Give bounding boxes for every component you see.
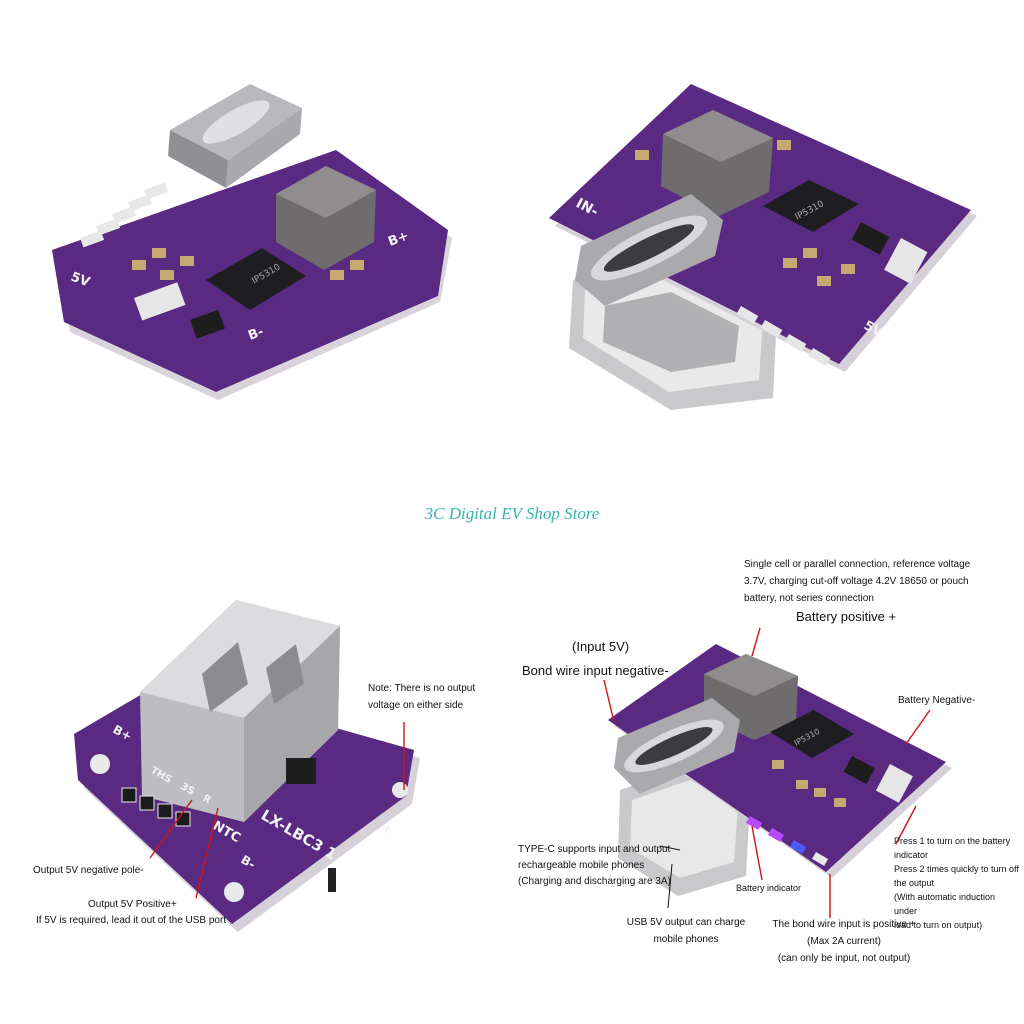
usb-output-note: USB 5V output can charge mobile phones [626,917,746,945]
usb-a-connector [140,600,340,822]
board-photo-top-right: IP5310 IN- 5V [549,84,977,410]
inductor [276,166,376,270]
svg-text:B-: B- [246,324,266,343]
battery-positive-label: Battery positive + [796,609,897,624]
output-positive-label: Output 5V Positive+ [88,899,177,910]
ip5310-chip: IP5310 [770,710,854,758]
push-button [134,282,186,321]
ip5310-chip: IP5310 [206,248,306,310]
svg-text:5V: 5V [69,270,92,291]
pcb-board [549,84,971,364]
push-button [875,764,913,803]
usb-a-connector [618,766,750,896]
ip5310-chip: IP5310 [763,180,859,232]
usb-c-connector [614,698,740,794]
pcb-board [608,644,946,872]
push-button [884,238,928,284]
single-cell-note: Single cell or parallel connection, refe… [744,559,971,604]
usb-c-connector [168,84,302,188]
usb-c-connector [575,194,723,306]
input-5v-label: (Input 5V) [572,639,630,654]
store-watermark: 3C Digital EV Shop Store [424,504,600,523]
board-photo-bottom-right: IP5310 [608,644,952,896]
board-photo-bottom-left: B+ THS 3S R NTC LX-LBC3 1 B- + [74,600,420,932]
note-no-output: Note: There is no output voltage on eith… [368,683,476,711]
svg-text:B+: B+ [386,229,411,250]
bond-wire-positive-note: The bond wire input is positive + (Max 2… [772,919,916,964]
lead-usb-label: If 5V is required, lead it out of the US… [36,915,227,926]
output-negative-label: Output 5V negative pole- [33,865,144,876]
battery-negative-label: Battery Negative- [898,695,976,706]
svg-text:B-: B- [239,852,258,871]
battery-indicator-label: Battery indicator [736,883,802,893]
board-photo-top-left: IP5310 5V B- B+ [52,84,452,400]
inductor [661,110,773,216]
press-button-note: Press 1 to turn on the battery indicator… [894,836,1019,930]
bond-wire-negative-label: Bond wire input negative- [522,663,669,678]
type-c-note: TYPE-C supports input and output recharg… [518,844,671,887]
